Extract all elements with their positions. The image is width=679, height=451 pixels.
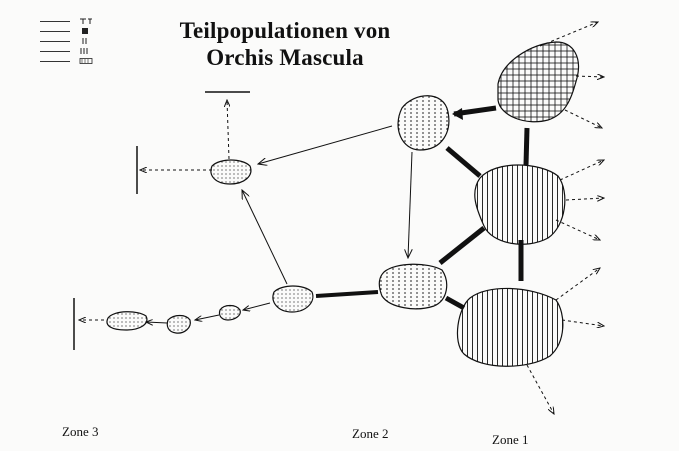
dashed-arrow-1 [539, 22, 598, 47]
legend-symbol-hatched-box [79, 58, 93, 64]
legend-row-1 [40, 18, 104, 25]
thick-link-lower-to-bottom [444, 295, 466, 311]
dashed-arrow-3 [564, 109, 602, 128]
zone-label-3: Zone 3 [62, 424, 99, 439]
population-zone3-middle [272, 285, 314, 313]
legend-row-4 [40, 48, 104, 55]
thick-link-lower-to-zone3 [315, 290, 379, 298]
dashed-arrow-2 [575, 76, 604, 77]
legend-row-5 [40, 58, 104, 65]
population-zone2-lower [378, 263, 448, 310]
thick-link-upper-to-mid [445, 146, 482, 178]
dashed-arrow-9 [526, 364, 554, 414]
legend-symbol-sparse-tick [80, 18, 92, 24]
dashed-arrow-6 [555, 219, 600, 240]
population-zone1-bottom [456, 287, 564, 367]
thin-arrow-zone3-chain-2 [195, 314, 220, 320]
population-zone3-small-3 [106, 311, 148, 331]
thin-connections [146, 125, 413, 323]
legend-row-3 [40, 38, 104, 45]
zone-label-1: Zone 1 [492, 432, 529, 447]
thick-connections [315, 105, 530, 311]
population-zone3-upper [210, 159, 252, 185]
population-zone1-middle [474, 164, 566, 245]
barriers [73, 91, 250, 350]
title-line-2: Orchis Mascula [206, 45, 364, 70]
zone-label-2: Zone 2 [352, 426, 389, 441]
thin-arrow-zone3-chain-3 [146, 322, 168, 323]
population-zone1-top [497, 41, 579, 123]
dashed-arrow-4 [559, 160, 604, 181]
population-zone3-small-2 [166, 314, 191, 334]
legend-symbol-triple-bars [80, 48, 88, 54]
dashed-arrow-zone3-up [227, 100, 229, 160]
dashed-arrow-7 [555, 268, 600, 301]
legend-row-2 [40, 28, 104, 35]
dashed-arrow-5 [565, 198, 604, 200]
thin-arrow-zone3-chain-1 [243, 302, 271, 310]
population-zone2-upper [397, 95, 450, 151]
thin-arrow-zone3-up [242, 190, 288, 285]
legend-symbol-dense-block [82, 28, 88, 34]
thick-link-top-to-mid [523, 127, 530, 166]
title-line-1: Teilpopulationen von [179, 18, 391, 43]
thin-arrow-upper-to-lower [408, 151, 413, 258]
legend-symbol-double-bars [82, 38, 87, 44]
dashed-arrow-8 [561, 319, 604, 326]
arrowhead-thick-1 [452, 108, 463, 120]
thin-arrow-upper-to-zone3 [258, 125, 393, 164]
population-zone3-small-1 [218, 304, 241, 321]
thick-link-lower-to-mid [438, 226, 486, 265]
dashed-arrows [79, 22, 604, 414]
populations [106, 41, 579, 367]
